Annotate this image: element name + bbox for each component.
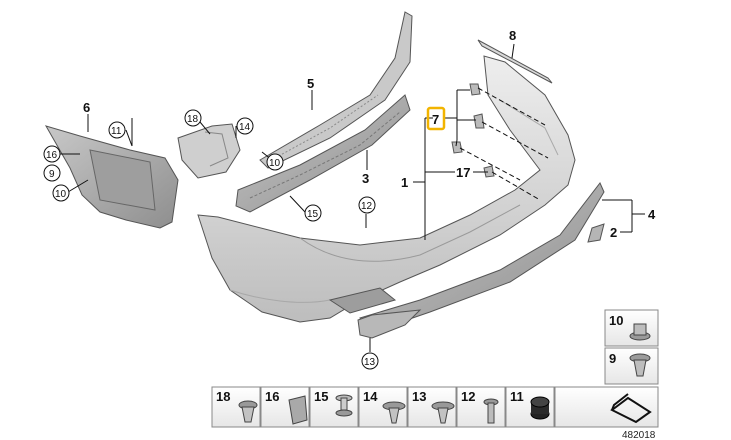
legend-cell-9	[604, 347, 659, 385]
svg-text:10: 10	[609, 313, 623, 328]
circled-10-right: 10	[266, 153, 284, 171]
legend-cell-12	[456, 386, 506, 428]
callout-3: 3	[362, 171, 369, 186]
clip-13-icon	[431, 401, 455, 424]
expanding-nut-icon	[629, 353, 651, 377]
svg-text:13: 13	[364, 357, 376, 368]
rivet-15-icon	[335, 394, 353, 417]
svg-text:9: 9	[609, 351, 616, 366]
svg-text:15: 15	[307, 209, 319, 220]
legend-right-column: 10 9	[604, 309, 659, 385]
callout-7: 7	[432, 112, 439, 127]
bumper-cover-part	[197, 55, 576, 323]
bracket-part	[177, 123, 241, 179]
leader-lines	[60, 43, 645, 352]
clip-14-icon	[382, 401, 406, 424]
svg-text:10: 10	[269, 158, 281, 169]
lower-trim-part	[357, 309, 422, 339]
circled-callouts: 11 16 9 10 18 14 10 15	[43, 109, 379, 370]
circled-14: 14	[236, 117, 254, 135]
clip-18-icon	[238, 400, 258, 423]
svg-text:16: 16	[265, 389, 279, 404]
callout-4: 4	[648, 207, 656, 222]
reference-number: 482018	[622, 430, 656, 440]
clip-16-icon	[288, 395, 308, 425]
svg-text:10: 10	[55, 189, 67, 200]
callout-numbers: 8 5 6 3 1 17 4 2	[83, 28, 656, 240]
circled-12: 12	[358, 196, 376, 214]
gasket-icon	[610, 393, 652, 424]
svg-text:16: 16	[46, 150, 58, 161]
clip-parts	[451, 83, 495, 178]
screw-12-icon	[483, 398, 499, 424]
svg-text:12: 12	[461, 389, 475, 404]
callout-5: 5	[307, 76, 314, 91]
callout-17: 17	[456, 165, 470, 180]
trim-strip-part	[477, 39, 553, 84]
circled-16: 16	[43, 145, 61, 163]
callout-2: 2	[610, 225, 617, 240]
svg-text:18: 18	[187, 114, 199, 125]
svg-text:12: 12	[361, 201, 373, 212]
svg-text:11: 11	[510, 389, 524, 404]
circled-10-left: 10	[52, 184, 70, 202]
grommet-11-icon	[530, 396, 550, 420]
legend-cell-15	[309, 386, 359, 428]
carrier-part	[259, 11, 413, 169]
svg-text:13: 13	[412, 389, 426, 404]
svg-text:14: 14	[363, 389, 378, 404]
circled-15: 15	[304, 204, 322, 222]
circled-18: 18	[184, 109, 202, 127]
callout-8: 8	[509, 28, 516, 43]
svg-text:11: 11	[111, 126, 122, 137]
callout-6: 6	[83, 100, 90, 115]
legend-cell-10	[604, 309, 659, 347]
flange-nut-icon	[629, 323, 651, 341]
circled-9: 9	[43, 164, 61, 182]
side-bracket-part	[44, 125, 179, 229]
assembly-lines	[459, 87, 549, 201]
svg-text:15: 15	[314, 389, 328, 404]
impact-absorber-part	[235, 94, 411, 213]
callout-1: 1	[401, 175, 408, 190]
legend-bottom-row: 18 16 15 14 13 12 11	[211, 386, 659, 428]
svg-text:18: 18	[216, 389, 230, 404]
svg-text:14: 14	[239, 122, 251, 133]
svg-text:9: 9	[49, 169, 55, 180]
highlight-box	[426, 106, 446, 131]
circled-11: 11	[108, 121, 126, 139]
callout-7-highlighted[interactable]: 7	[426, 106, 446, 131]
circled-13: 13	[361, 352, 379, 370]
